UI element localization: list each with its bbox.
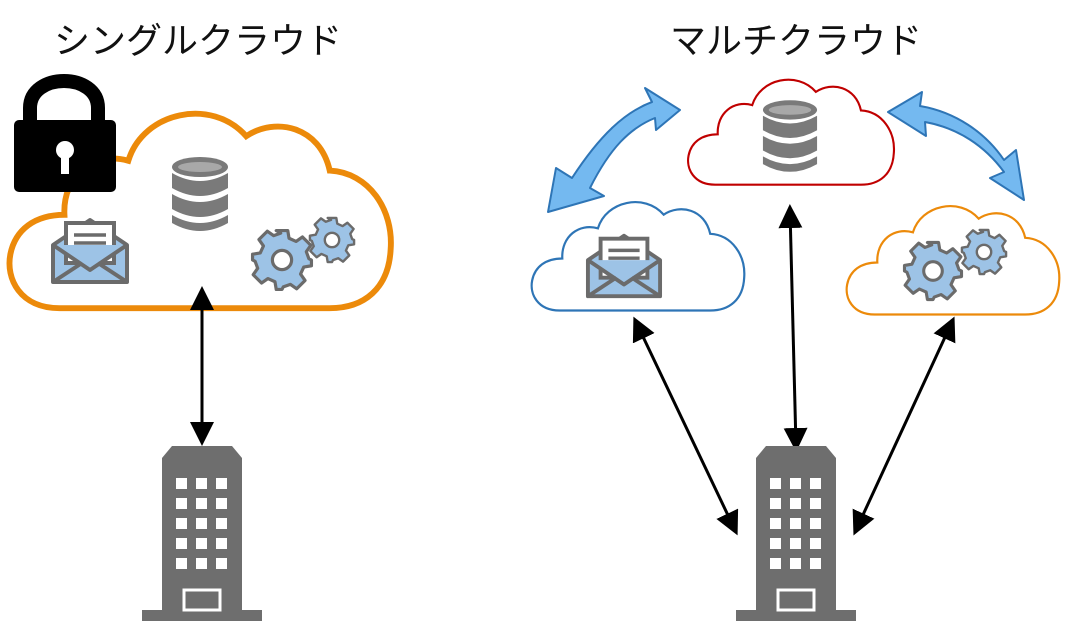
lock-icon — [14, 74, 116, 192]
mail-icon — [585, 233, 663, 299]
office-building-icon — [142, 446, 262, 621]
multi-cloud-title: マルチクラウド — [669, 21, 923, 62]
sync-arrow-left — [547, 87, 681, 213]
mail-icon — [53, 220, 127, 282]
multi-connection-arrow-left — [632, 316, 739, 536]
multi-connection-arrow-right — [852, 316, 956, 536]
sync-arrow-right — [887, 91, 1025, 201]
single-cloud-title: シングルクラウド — [53, 21, 343, 62]
office-building-icon — [736, 446, 856, 621]
multi-connection-arrow-center — [778, 204, 808, 452]
